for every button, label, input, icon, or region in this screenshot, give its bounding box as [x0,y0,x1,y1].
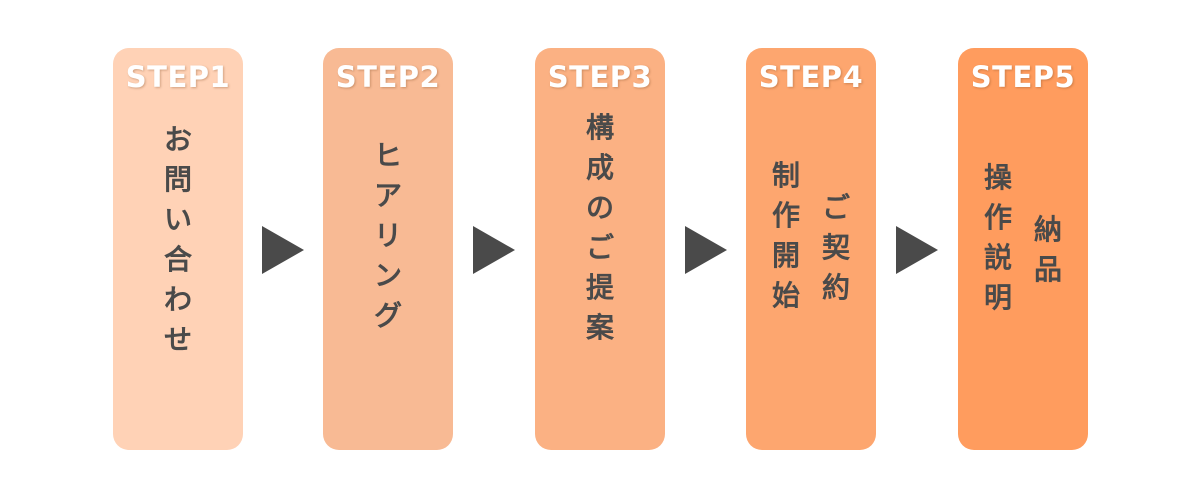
triangle-right-icon [685,226,727,274]
step-5-char: 操 [983,161,1012,194]
step-4-card: STEP4 ご 契 約 制 作 開 始 [746,48,876,450]
step-1-char: わ [163,283,192,316]
step-4-char: 始 [771,279,800,312]
step-3-char: 構 [585,111,614,144]
step-1-char: 問 [163,163,192,196]
step-4-char: 制 [771,159,800,192]
step-4-char: 開 [771,239,800,272]
step-2-char: グ [373,299,402,332]
step-3-char: の [585,191,614,224]
step-3-char: 成 [585,151,614,184]
step-2-text: ヒ ア リ ン グ [371,136,405,336]
step-5-card: STEP5 納 品 操 作 説 明 [958,48,1088,450]
step-4-char: ご [821,191,850,224]
step-4-char: 約 [821,271,850,304]
step-2-char: ン [373,259,402,292]
step-5-char: 説 [983,241,1012,274]
step-1-char: 合 [163,243,192,276]
step-3-char: 提 [585,271,614,304]
step-5-label: STEP5 [970,60,1076,94]
step-3-text: 構 成 の ご 提 案 [583,108,617,348]
step-2-char: ア [373,179,402,212]
step-4-char: 作 [771,199,800,232]
step-2-card: STEP2 ヒ ア リ ン グ [323,48,453,450]
step-3-card: STEP3 構 成 の ご 提 案 [535,48,665,450]
step-1-card: STEP1 お 問 い 合 わ せ [113,48,243,450]
step-5-text-col-left: 操 作 説 明 [981,158,1015,318]
triangle-right-icon [473,226,515,274]
step-5-char: 品 [1033,253,1062,286]
step-2-char: リ [373,219,402,252]
step-1-char: い [163,203,192,236]
step-5-char: 明 [983,281,1012,314]
step-1-text: お 問 い 合 わ せ [161,120,195,360]
step-5-char: 作 [983,201,1012,234]
step-2-char: ヒ [373,139,402,172]
step-3-char: ご [585,231,614,264]
step-3-label: STEP3 [547,60,653,94]
step-1-char: お [163,123,192,156]
step-5-text-col-right: 納 品 [1031,210,1065,290]
step-4-label: STEP4 [758,60,864,94]
step-5-char: 納 [1033,213,1062,246]
step-1-label: STEP1 [125,60,231,94]
step-2-label: STEP2 [335,60,441,94]
step-4-text-col-left: 制 作 開 始 [769,156,803,316]
triangle-right-icon [896,226,938,274]
step-1-char: せ [163,323,192,356]
step-4-text-col-right: ご 契 約 [819,188,853,308]
triangle-right-icon [262,226,304,274]
step-4-char: 契 [821,231,850,264]
step-3-char: 案 [585,311,614,344]
